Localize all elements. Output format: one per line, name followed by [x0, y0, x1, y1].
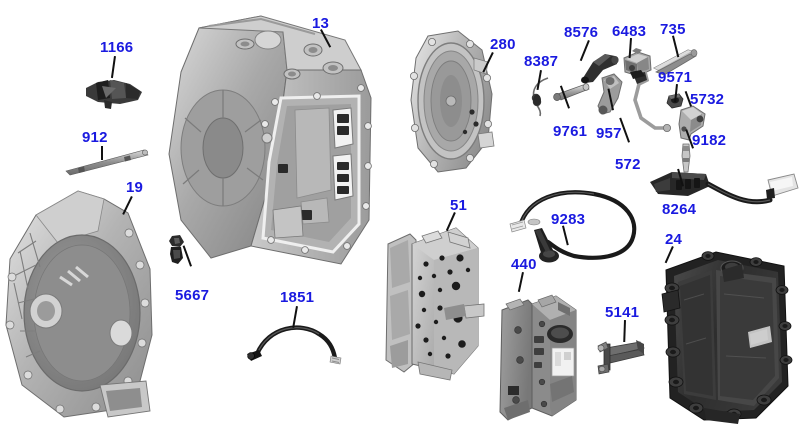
- part-oil-pan[interactable]: [660, 248, 796, 424]
- callout-label-5732[interactable]: 5732: [690, 91, 725, 108]
- part-mounting-bracket[interactable]: [596, 336, 648, 376]
- part-ground-cable[interactable]: [243, 318, 343, 366]
- callout-label-9761[interactable]: 9761: [553, 123, 588, 140]
- callout-label-735[interactable]: 735: [660, 21, 686, 38]
- part-oil-pump-cover[interactable]: [408, 28, 500, 176]
- callout-label-1166[interactable]: 1166: [100, 39, 134, 56]
- part-detent-spring-bracket[interactable]: [84, 74, 144, 110]
- callout-label-8576[interactable]: 8576: [564, 24, 599, 41]
- callout-label-24[interactable]: 24: [665, 231, 683, 248]
- part-park-pawl[interactable]: [620, 48, 654, 80]
- callout-label-440[interactable]: 440: [511, 256, 537, 273]
- part-seal-clip[interactable]: [166, 234, 188, 266]
- callout-label-9283[interactable]: 9283: [551, 211, 586, 228]
- callout-label-1851[interactable]: 1851: [280, 289, 315, 306]
- callout-label-8264[interactable]: 8264: [662, 201, 697, 218]
- part-park-actuator-rod[interactable]: [625, 69, 672, 140]
- callout-label-572[interactable]: 572: [615, 156, 641, 173]
- callout-label-9571[interactable]: 9571: [658, 69, 693, 86]
- callout-label-51[interactable]: 51: [450, 197, 468, 214]
- part-detent-lever[interactable]: [577, 50, 619, 84]
- callout-label-5667[interactable]: 5667: [175, 287, 210, 304]
- part-speed-sensor[interactable]: [508, 186, 654, 272]
- callout-label-912[interactable]: 912: [82, 129, 108, 146]
- leader-line-912: [101, 146, 103, 160]
- part-return-spring[interactable]: [528, 76, 556, 118]
- part-transmission-control-module[interactable]: [498, 288, 582, 424]
- callout-label-6483[interactable]: 6483: [612, 23, 647, 40]
- callout-label-280[interactable]: 280: [490, 36, 516, 53]
- part-valve-body[interactable]: [382, 222, 486, 382]
- part-transmission-case[interactable]: [165, 14, 375, 276]
- callout-label-957[interactable]: 957: [596, 125, 622, 142]
- part-park-pawl-bracket[interactable]: [673, 104, 709, 142]
- part-converter-housing[interactable]: [0, 185, 175, 425]
- callout-label-8387[interactable]: 8387: [524, 53, 559, 70]
- callout-label-5141[interactable]: 5141: [605, 304, 640, 321]
- part-shift-shaft-sleeve[interactable]: [551, 81, 591, 105]
- callout-label-19[interactable]: 19: [126, 179, 144, 196]
- callout-label-13[interactable]: 13: [312, 15, 330, 32]
- part-manual-shaft[interactable]: [64, 148, 150, 176]
- part-neutral-safety-switch[interactable]: [678, 142, 694, 178]
- callout-label-9182[interactable]: 9182: [692, 132, 727, 149]
